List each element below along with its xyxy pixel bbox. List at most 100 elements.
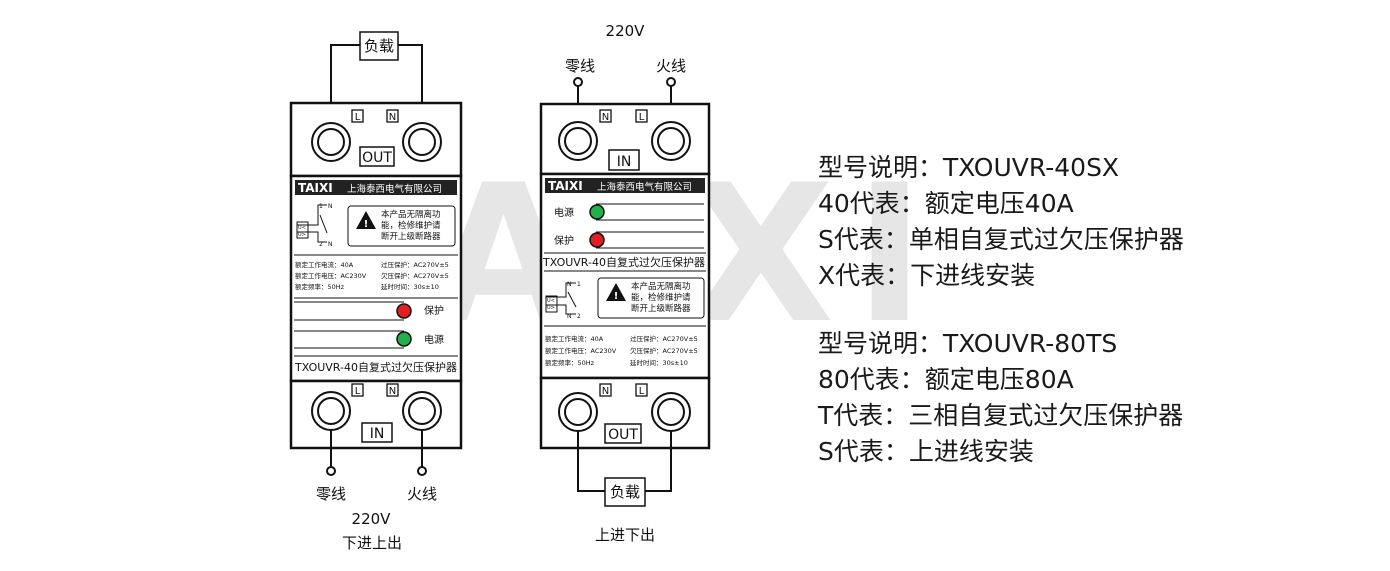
right-protect-led (589, 232, 605, 248)
left-wiring-4: U> (298, 232, 306, 238)
left-wiring-3: U< (298, 225, 306, 231)
right-caption: 上进下出 (595, 526, 655, 544)
right-top-terminal-label-1: N (602, 112, 609, 123)
left-voltage: 220V (352, 510, 392, 528)
left-spec-right-3: 延时时间：30s±10 (381, 282, 439, 291)
right-warning-icon (606, 283, 626, 301)
left-warning-line-1: 本产品无隔离功 (381, 209, 441, 220)
right-device-text: 220V 零线 火线 N L IN TAIXI 上海泰西电气有限公司 电源 保护… (542, 22, 705, 544)
right-spec-left-2: 额定工作电压：AC230V (545, 346, 617, 355)
left-warning-icon (356, 211, 376, 229)
left-wiring-2: N (328, 203, 333, 210)
left-top-terminal-l (311, 122, 351, 162)
desc-2-line-1: 型号说明：TXOUVR-80TS (818, 329, 1118, 358)
right-spec-right-2: 欠压保护：AC270V±5 (630, 346, 698, 355)
left-top-terminal-label-1: L (355, 112, 361, 123)
desc-1-line-1: 型号说明：TXOUVR-40SX (818, 153, 1120, 182)
left-company: 上海泰西电气有限公司 (347, 183, 442, 195)
desc-1-line-3: S代表：单相自复式过欠压保护器 (818, 225, 1184, 254)
left-warning-line-3: 断开上级断路器 (381, 231, 441, 242)
right-brand: TAIXI (548, 179, 583, 193)
left-spec-left-1: 额定工作电流：40A (295, 260, 354, 269)
right-live-connector (666, 77, 676, 87)
right-warning-line-1: 本产品无隔离功 (631, 281, 691, 292)
right-warning-box (597, 277, 705, 319)
left-bottom-terminal-label-2: N (389, 386, 396, 397)
right-company: 上海泰西电气有限公司 (597, 181, 692, 193)
left-warning-line-2: 能，检修维护请 (381, 220, 441, 231)
left-bottom-terminal-label-1: L (355, 386, 361, 397)
right-top-terminal-label-2: L (639, 112, 645, 123)
left-wiring-5: 2 (319, 241, 323, 248)
left-device-text: 负载 L N OUT TAIXI 上海泰西电气有限公司 1 N U< U> 2 … (294, 37, 457, 552)
left-brand-bar (295, 180, 457, 195)
right-wiring-5: N (567, 313, 572, 320)
right-indicator-label-2: 保护 (554, 234, 574, 247)
right-power-led (589, 204, 605, 220)
left-load-label: 负载 (364, 37, 394, 55)
right-device (539, 77, 711, 507)
desc-2-line-4: S代表：上进线安装 (818, 437, 1034, 466)
left-protect-led (396, 303, 412, 319)
right-wiring-3: U< (547, 298, 555, 304)
right-spec-right-3: 延时时间：30s±10 (630, 358, 688, 367)
left-caption: 下进上出 (342, 534, 402, 552)
right-neutral-label: 零线 (565, 57, 595, 75)
model-description-2: 型号说明：TXOUVR-80TS 80代表：额定电压80A T代表：三相自复式过… (818, 326, 1183, 470)
right-spec-left-3: 额定频率：50Hz (545, 358, 595, 367)
left-bottom-port-label: IN (370, 426, 385, 442)
right-warning-line-2: 能，检修维护请 (631, 292, 691, 303)
right-load-label: 负载 (610, 483, 640, 501)
left-top-terminal-n (402, 122, 442, 162)
desc-1-line-4: X代表：下进线安装 (818, 261, 1036, 290)
right-indicator-label-1: 电源 (554, 206, 574, 219)
left-wiring-1: 1 (319, 203, 323, 210)
right-bottom-terminal-label-2: L (639, 386, 645, 397)
right-load-box (604, 477, 646, 507)
right-warning-mark: ! (614, 291, 619, 302)
left-warning-box (347, 205, 456, 247)
left-warning-mark: ! (364, 219, 369, 230)
desc-1-line-2: 40代表：额定电压40A (818, 189, 1074, 218)
left-neutral-label: 零线 (316, 485, 346, 503)
left-top-terminal-label-2: N (389, 112, 396, 123)
left-device (289, 31, 463, 476)
left-indicator-label-2: 电源 (424, 333, 444, 346)
left-spec-right-2: 欠压保护：AC270V±5 (381, 271, 449, 280)
left-indicator-label-1: 保护 (424, 304, 444, 317)
right-top-terminal-l (651, 121, 691, 161)
right-bottom-port-label: OUT (608, 427, 638, 443)
right-spec-right-1: 过压保护：AC270V±5 (630, 334, 698, 343)
model-description-1: 型号说明：TXOUVR-40SX 40代表：额定电压40A S代表：单相自复式过… (818, 150, 1184, 294)
left-brand: TAIXI (298, 181, 333, 195)
left-neutral-connector (326, 466, 336, 476)
right-brand-bar (545, 178, 705, 193)
right-wiring-2: 1 (577, 281, 581, 288)
left-spec-left-3: 额定频率：50Hz (295, 282, 345, 291)
right-spec-left-1: 额定工作电流：40A (545, 334, 604, 343)
left-live-connector (417, 466, 427, 476)
left-top-port-label: OUT (362, 150, 392, 166)
left-power-led (396, 331, 412, 347)
right-voltage: 220V (606, 22, 646, 40)
right-wiring-6: 2 (577, 313, 581, 320)
desc-2-line-3: T代表：三相自复式过欠压保护器 (818, 401, 1184, 430)
right-neutral-connector (573, 77, 583, 87)
right-top-terminal-n (558, 121, 598, 161)
right-bottom-terminal-label-1: N (602, 386, 609, 397)
desc-2-line-2: 80代表：额定电压80A (818, 365, 1074, 394)
right-warning-line-3: 断开上级断路器 (631, 303, 691, 314)
right-wiring-1: N (567, 281, 572, 288)
left-load-box (359, 31, 399, 61)
right-top-port-label: IN (617, 154, 632, 170)
left-live-label: 火线 (407, 485, 437, 503)
right-wiring-4: U> (547, 305, 555, 311)
left-spec-right-1: 过压保护：AC270V±5 (381, 260, 449, 269)
left-spec-left-2: 额定工作电压：AC230V (295, 271, 367, 280)
right-model: TXOUVR-40自复式过欠压保护器 (542, 255, 705, 269)
left-model: TXOUVR-40自复式过欠压保护器 (294, 360, 457, 374)
right-live-label: 火线 (656, 57, 686, 75)
left-wiring-6: N (328, 241, 333, 248)
